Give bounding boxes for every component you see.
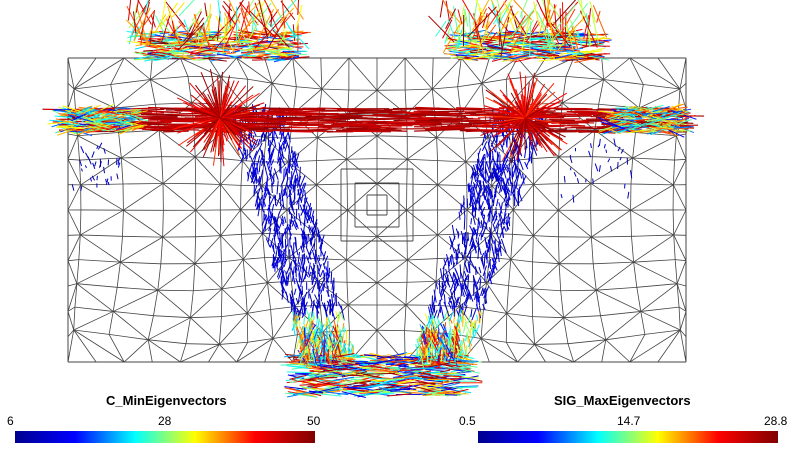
eigenvector-glyphs: [42, 0, 704, 398]
legend-right-tick-min: 0.5: [459, 414, 476, 428]
legend-left-tick-mid: 28: [158, 414, 171, 428]
mesh-wireframe: [68, 58, 686, 362]
legend-left-tick-max: 50: [307, 414, 320, 428]
legend-right-title: SIG_MaxEigenvectors: [554, 393, 691, 408]
legend-left-title: C_MinEigenvectors: [106, 393, 227, 408]
legend-right-tick-mid: 14.7: [617, 414, 640, 428]
legend-left-colorbar: [15, 431, 315, 443]
legend-right-tick-max: 28.8: [764, 414, 787, 428]
legend-right-colorbar: [478, 431, 778, 443]
legend-left-tick-min: 6: [7, 414, 14, 428]
